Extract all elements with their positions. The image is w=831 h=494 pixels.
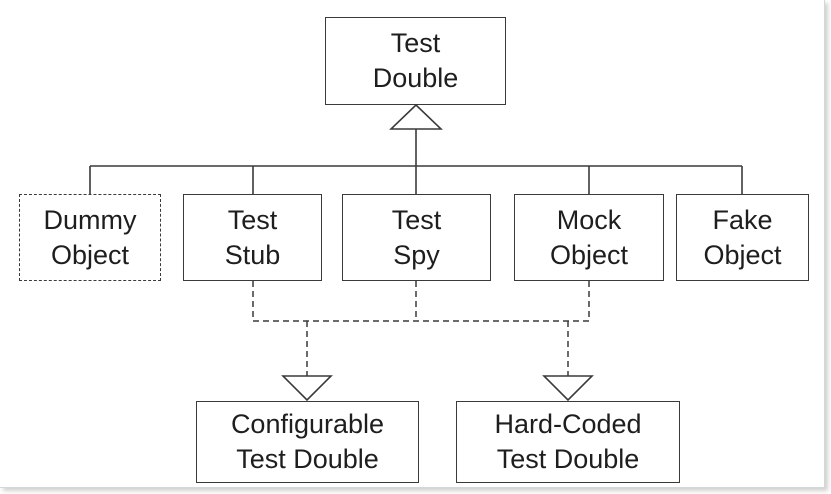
test-spy-label-line-1: Test — [391, 204, 442, 235]
realization-arrowhead-configurable — [281, 375, 333, 402]
dummy-object-label-line-2: Object — [50, 239, 130, 270]
hard-coded-test-double-label-line-2: Test Double — [496, 444, 640, 474]
hard-coded-test-double-box: Hard-Coded Test Double — [456, 401, 680, 483]
mock-object-box: Mock Object — [514, 194, 664, 281]
test-spy-label-line-2: Spy — [393, 239, 440, 270]
fake-object-box: Fake Object — [676, 194, 809, 281]
test-double-label-line-2: Double — [372, 63, 459, 93]
dummy-object-box: Dummy Object — [19, 194, 161, 281]
realization-arrowhead-hard-coded — [542, 375, 594, 402]
mock-object-label-line-2: Object — [549, 239, 629, 270]
test-spy-box: Test Spy — [342, 194, 491, 281]
generalization-arrowhead — [389, 103, 443, 130]
dummy-object-label-line-1: Dummy — [43, 204, 137, 235]
configurable-test-double-label-line-1: Configurable — [230, 409, 385, 439]
hard-coded-test-double-label-line-1: Hard-Coded — [494, 409, 642, 439]
test-double-label-line-1: Test — [390, 28, 441, 58]
fake-object-label-line-2: Object — [703, 239, 782, 270]
test-double-box: Test Double — [325, 17, 506, 105]
test-stub-box: Test Stub — [183, 194, 322, 281]
mock-object-label-line-1: Mock — [556, 204, 622, 235]
fake-object-label-line-1: Fake — [712, 204, 773, 235]
test-stub-label-line-2: Stub — [224, 239, 281, 270]
configurable-test-double-label-line-2: Test Double — [236, 444, 379, 474]
test-stub-label-line-1: Test — [227, 204, 278, 235]
configurable-test-double-box: Configurable Test Double — [196, 401, 419, 483]
